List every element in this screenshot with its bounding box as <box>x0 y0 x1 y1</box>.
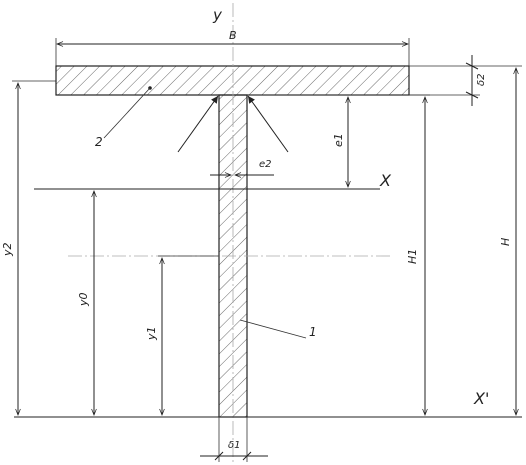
label-y1: y1 <box>145 326 158 341</box>
label-e1: e1 <box>332 133 345 147</box>
label-X: X <box>379 171 392 190</box>
label-H: H <box>499 238 512 246</box>
flange <box>55 65 410 96</box>
label-H1: H1 <box>406 249 419 264</box>
label-B: B <box>229 29 237 42</box>
label-part-2: 2 <box>95 135 103 149</box>
label-y0: y0 <box>77 292 90 307</box>
arrow-left <box>177 95 219 153</box>
label-y-axis: y <box>212 6 223 24</box>
label-delta2: δ2 <box>476 74 487 86</box>
label-X-prime: X' <box>473 389 489 408</box>
label-e2: e2 <box>259 159 272 170</box>
label-delta1: δ1 <box>228 440 240 451</box>
leader-part-1 <box>239 319 307 339</box>
label-y2: y2 <box>1 242 14 257</box>
label-part-1: 1 <box>309 325 317 339</box>
arrow-right <box>247 95 289 153</box>
leader-part-2 <box>103 87 151 139</box>
